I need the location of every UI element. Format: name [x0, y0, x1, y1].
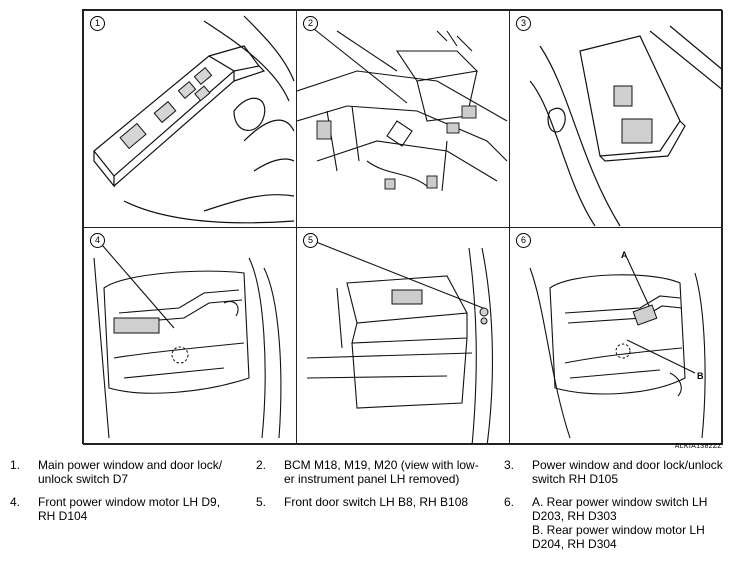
panel-1-main-power-window-switch: 1 — [83, 10, 297, 228]
panel-number: 1 — [90, 16, 105, 31]
legend-line: Main power window and door lock/ — [38, 458, 223, 472]
callout-a: A — [621, 250, 628, 260]
legend-line: unlock switch D7 — [38, 472, 129, 486]
legend-text: Front power window motor LH D9, RH D104 — [38, 495, 220, 523]
legend-line: Power window and door lock/unlock — [532, 458, 723, 472]
legend-number: 3. — [504, 458, 515, 472]
legend-line: B. Rear power window motor LH — [532, 523, 705, 537]
legend-number: 2. — [256, 458, 267, 472]
panel-3-passenger-switch: 3 — [509, 10, 723, 228]
legend-line: er instrument panel LH removed) — [284, 472, 460, 486]
legend-text: Main power window and door lock/ unlock … — [38, 458, 222, 486]
panel-5-illustration — [306, 239, 493, 444]
legend-line: Front power window motor LH D9, — [38, 495, 221, 509]
panel-2-bcm: 2 — [296, 10, 510, 228]
panel-number: 6 — [516, 233, 531, 248]
legend-line: D204, RH D304 — [532, 537, 617, 551]
legend-line: RH D104 — [38, 509, 88, 523]
callout-b: B — [697, 371, 704, 381]
panel-1-illustration — [93, 15, 295, 224]
legend-text: Power window and door lock/unlock switch… — [532, 458, 723, 486]
legend-text: Front door switch LH B8, RH B108 — [284, 495, 468, 509]
legend-number: 1. — [10, 458, 21, 472]
figure-code: ALKIA1382ZZ — [674, 443, 722, 450]
panel-4-front-window-motor: 4 — [83, 227, 297, 445]
legend-line: BCM M18, M19, M20 (view with low- — [284, 458, 479, 472]
panel-number: 4 — [90, 233, 105, 248]
legend-line: A. Rear power window switch LH — [532, 495, 708, 509]
panel-4-illustration — [93, 237, 282, 439]
component-location-figure: 1 2 — [82, 9, 723, 445]
panel-2-illustration — [297, 24, 508, 192]
legend-line: switch RH D105 — [532, 472, 619, 486]
legend-number: 6. — [504, 495, 515, 509]
panel-5-front-door-switch: 5 — [296, 227, 510, 445]
legend-text: A. Rear power window switch LH D203, RH … — [532, 495, 707, 551]
legend-text: BCM M18, M19, M20 (view with low- er ins… — [284, 458, 479, 486]
panel-number: 5 — [303, 233, 318, 248]
panel-3-illustration — [529, 25, 722, 227]
legend-number: 5. — [256, 495, 267, 509]
panel-6-rear-door: 6 A B — [509, 227, 723, 445]
panel-number: 2 — [303, 16, 318, 31]
panel-6-illustration — [529, 257, 706, 439]
legend-number: 4. — [10, 495, 21, 509]
panel-number: 3 — [516, 16, 531, 31]
legend-line: D203, RH D303 — [532, 509, 617, 523]
legend-line: Front door switch LH B8, RH B108 — [284, 495, 469, 509]
